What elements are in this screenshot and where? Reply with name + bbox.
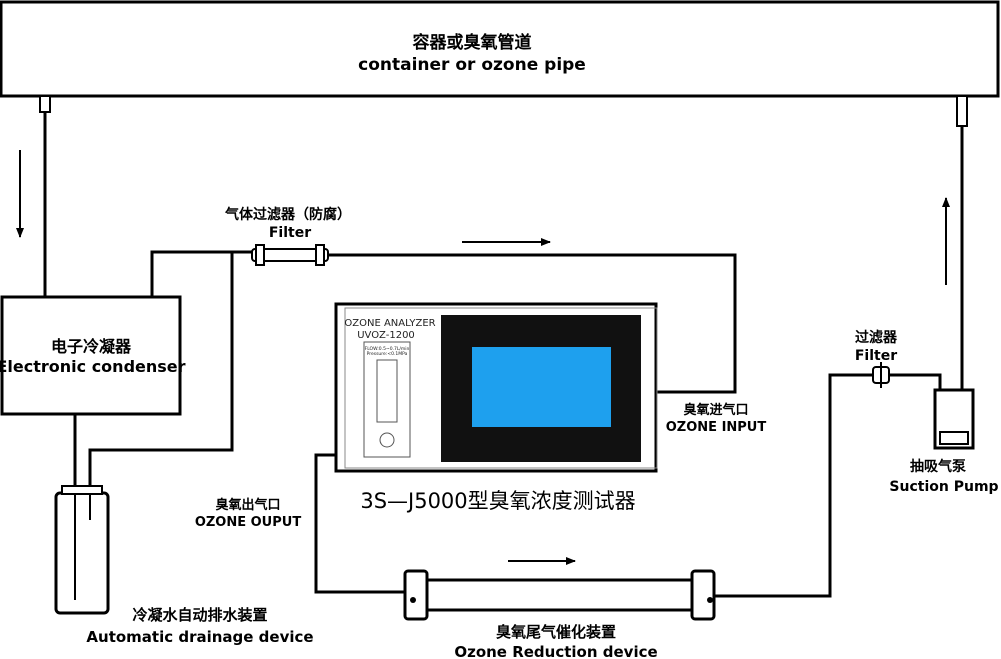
analyzer-model: UVOZ-1200 <box>357 330 415 341</box>
gas-filter-label-en: Filter <box>269 225 311 241</box>
pipe-reducer-to-filter <box>714 373 874 598</box>
gas-filter: 气体过滤器（防腐） Filter <box>224 206 351 266</box>
ozone-input-label: 臭氧进气口 OZONE INPUT <box>666 402 767 435</box>
filter2-label-cn: 过滤器 <box>855 329 898 346</box>
condenser-label-en: Electronic condenser <box>0 357 186 376</box>
pipe-condensate-return <box>88 252 234 515</box>
ozone-input-label-cn: 臭氧进气口 <box>683 402 748 418</box>
gas-filter-label-cn: 气体过滤器（防腐） <box>224 206 351 223</box>
flow-knob <box>379 432 395 448</box>
analyzer-caption: 3S—J5000型臭氧浓度测试器 <box>360 489 635 513</box>
pipe-filter-to-analyzer-input <box>322 253 737 394</box>
drainage-device: 冷凝水自动排水装置 Automatic drainage device <box>54 485 314 646</box>
container-label-cn: 容器或臭氧管道 <box>413 32 532 53</box>
filter-2: 过滤器 Filter <box>855 329 898 388</box>
reducer-label-cn: 臭氧尾气催化装置 <box>496 623 616 641</box>
pipe-analyzer-output <box>314 453 412 594</box>
flowmeter-tube <box>376 359 398 423</box>
electronic-condenser: 电子冷凝器 Electronic condenser <box>0 295 186 416</box>
suction-pump: 抽吸气泵 Suction Pump <box>889 388 999 495</box>
drain-label-en: Automatic drainage device <box>86 628 313 646</box>
ozone-output-label: 臭氧出气口 OZONE OUPUT <box>195 497 302 530</box>
filter2-label-en: Filter <box>855 348 897 364</box>
pipe-filter-to-pump <box>890 373 942 392</box>
ozone-analyzer: OZONE ANALYZER UVOZ-1200 FLOW:0.5~0.7L/m… <box>334 302 658 513</box>
condenser-label-cn: 电子冷凝器 <box>51 337 132 356</box>
analyzer-screen <box>472 347 611 427</box>
ozone-output-label-cn: 臭氧出气口 <box>215 497 280 513</box>
sampling-probe-right <box>956 95 968 392</box>
pump-label-cn: 抽吸气泵 <box>910 458 966 475</box>
pipe-condenser-to-filter <box>150 250 262 297</box>
container-label-en: container or ozone pipe <box>358 55 586 75</box>
ozone-reduction-device: 臭氧尾气催化装置 Ozone Reduction device <box>403 569 716 659</box>
reducer-label-en: Ozone Reduction device <box>454 643 657 659</box>
analyzer-panel-title: OZONE ANALYZER <box>344 318 435 329</box>
flowmeter-text-1: FLOW:0.5~0.7L/min <box>365 346 410 352</box>
container-pipe: 容器或臭氧管道 container or ozone pipe <box>0 0 1000 98</box>
drain-label-cn: 冷凝水自动排水装置 <box>132 606 267 624</box>
ozone-input-label-en: OZONE INPUT <box>666 420 767 435</box>
ozone-output-label-en: OZONE OUPUT <box>195 515 302 530</box>
pump-label-en: Suction Pump <box>889 479 998 495</box>
flowmeter-text-2: Pressure:<0.1MPa <box>367 351 408 357</box>
sampling-probe-left <box>39 95 51 297</box>
